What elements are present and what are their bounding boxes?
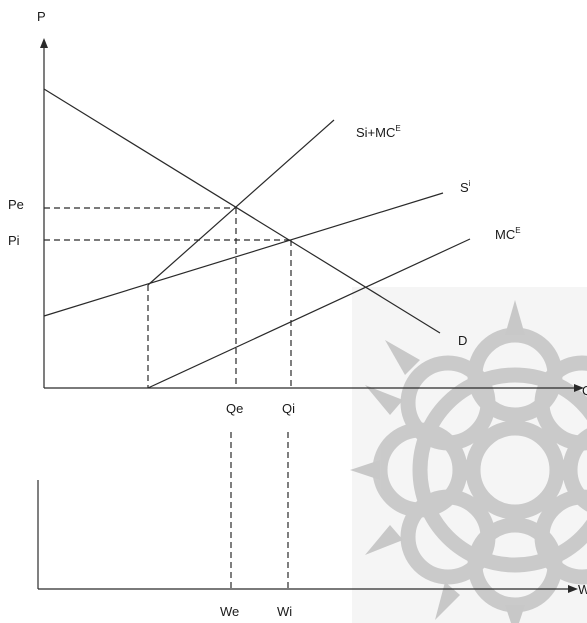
watermark (350, 287, 587, 623)
mce-label: MCE (495, 226, 521, 242)
qe-label: Qe (226, 401, 243, 416)
wi-label: Wi (277, 604, 292, 619)
pi-label: Pi (8, 233, 20, 248)
bottom-x-axis-arrow (568, 585, 578, 593)
pe-label: Pe (8, 197, 24, 212)
dashed-guides (44, 207, 292, 588)
si-plus-mce-label: Si+MCE (356, 124, 401, 140)
bottom-x-axis-label: W (578, 582, 587, 597)
si-label: Si (460, 179, 471, 195)
demand-curve (43, 88, 441, 334)
top-y-axis-arrow (40, 38, 48, 48)
demand-label: D (458, 333, 467, 348)
mce-curve (147, 238, 471, 389)
si-curve (43, 192, 444, 317)
top-x-axis-arrow (574, 384, 584, 392)
watermark-spikes (350, 300, 525, 623)
qi-label: Qi (282, 401, 295, 416)
we-label: We (220, 604, 239, 619)
si-plus-mce-curve (147, 119, 335, 286)
top-x-axis-label: Q (582, 383, 587, 398)
top-y-axis-label: P (37, 9, 46, 24)
